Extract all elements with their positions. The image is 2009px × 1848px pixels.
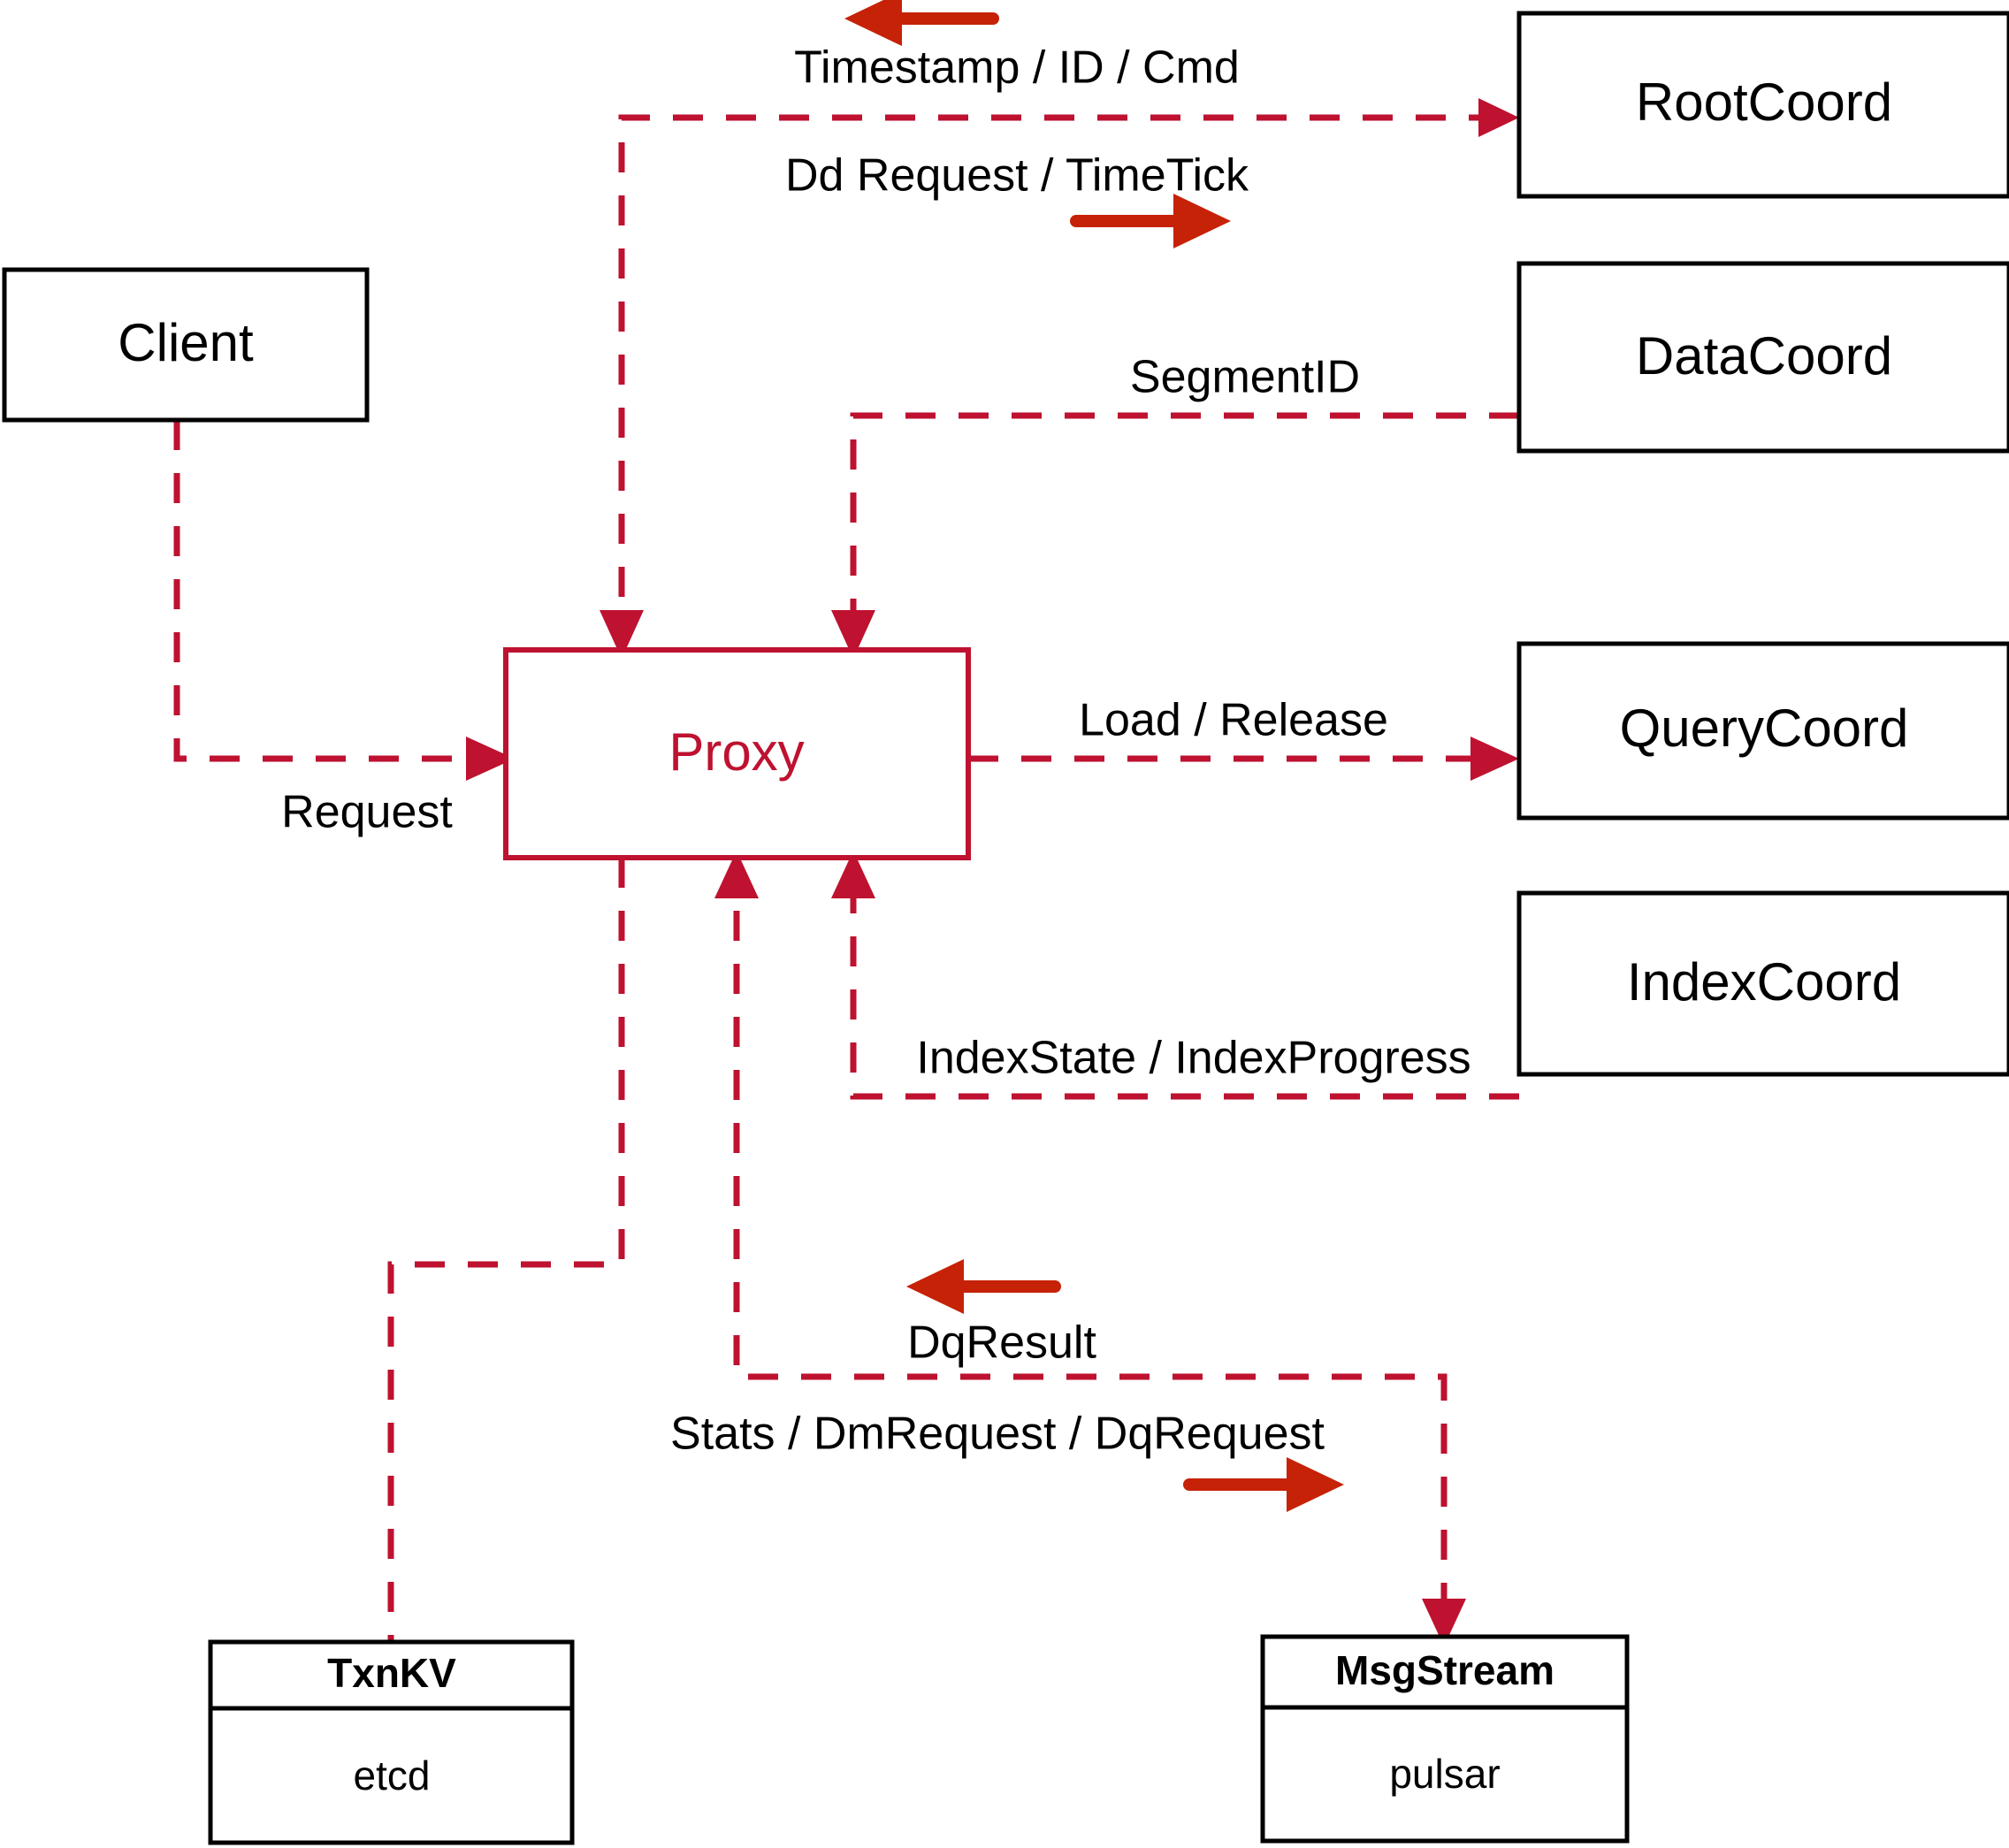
node-indexcoord-label: IndexCoord <box>1627 952 1901 1012</box>
node-client[interactable]: Client <box>2 267 370 423</box>
arrow-head-proxy-bottom-right <box>831 851 875 898</box>
edge-label-stats-dm-dq-request: Stats / DmRequest / DqRequest <box>670 1409 1325 1460</box>
direction-arrow-left-timestamp <box>844 0 999 46</box>
node-proxy-label: Proxy <box>668 722 804 782</box>
edge-path-rootcoord <box>600 98 1519 659</box>
arrow-head-rootcoord <box>1478 98 1519 137</box>
node-msgstream-label: MsgStream <box>1335 1647 1554 1693</box>
direction-arrow-right-ddrequest <box>1070 194 1231 248</box>
node-txnkv-impl: etcd <box>354 1753 431 1798</box>
arrow-head-proxy-left <box>466 737 515 781</box>
edge-label-load-release: Load / Release <box>1079 695 1388 746</box>
edge-label-timestamp-id-cmd: Timestamp / ID / Cmd <box>794 42 1240 94</box>
node-indexcoord[interactable]: IndexCoord <box>1516 890 2009 1077</box>
edge-path-querycoord <box>968 737 1519 781</box>
node-querycoord-label: QueryCoord <box>1620 699 1909 758</box>
node-rootcoord-label: RootCoord <box>1636 73 1892 132</box>
arrow-head-proxy-top-left <box>600 610 644 659</box>
arrow-head-proxy-bottom-mid <box>714 851 759 898</box>
edge-path-datacoord <box>831 412 1519 659</box>
arrow-head-proxy-top-right <box>831 610 875 659</box>
node-client-label: Client <box>118 313 254 372</box>
node-querycoord[interactable]: QueryCoord <box>1516 641 2009 821</box>
node-txnkv-label: TxnKV <box>327 1650 456 1696</box>
edge-label-dd-request-timetick: Dd Request / TimeTick <box>785 150 1249 202</box>
node-datacoord[interactable]: DataCoord <box>1516 261 2009 454</box>
edge-path-txnkv <box>387 858 625 1642</box>
node-rootcoord[interactable]: RootCoord <box>1516 11 2009 199</box>
node-txnkv[interactable]: TxnKV etcd <box>208 1639 575 1845</box>
node-msgstream-impl: pulsar <box>1389 1751 1500 1797</box>
arrow-head-msgstream <box>1422 1599 1466 1646</box>
edge-label-segment-id: SegmentID <box>1130 352 1360 403</box>
direction-arrow-left-dqresult <box>906 1259 1061 1314</box>
edge-label-request: Request <box>281 787 453 838</box>
edge-path-msgstream <box>714 851 1466 1646</box>
edge-path-client <box>173 420 515 781</box>
node-datacoord-label: DataCoord <box>1636 326 1892 386</box>
arrow-head-querycoord <box>1470 737 1519 781</box>
node-proxy[interactable]: Proxy <box>503 647 971 860</box>
edge-label-dq-result: DqResult <box>907 1317 1096 1369</box>
node-msgstream[interactable]: MsgStream pulsar <box>1260 1634 1630 1844</box>
edge-label-index-state-progress: IndexState / IndexProgress <box>916 1033 1470 1084</box>
direction-arrow-right-stats <box>1183 1457 1344 1512</box>
edge-path-indexcoord <box>831 851 1519 1100</box>
